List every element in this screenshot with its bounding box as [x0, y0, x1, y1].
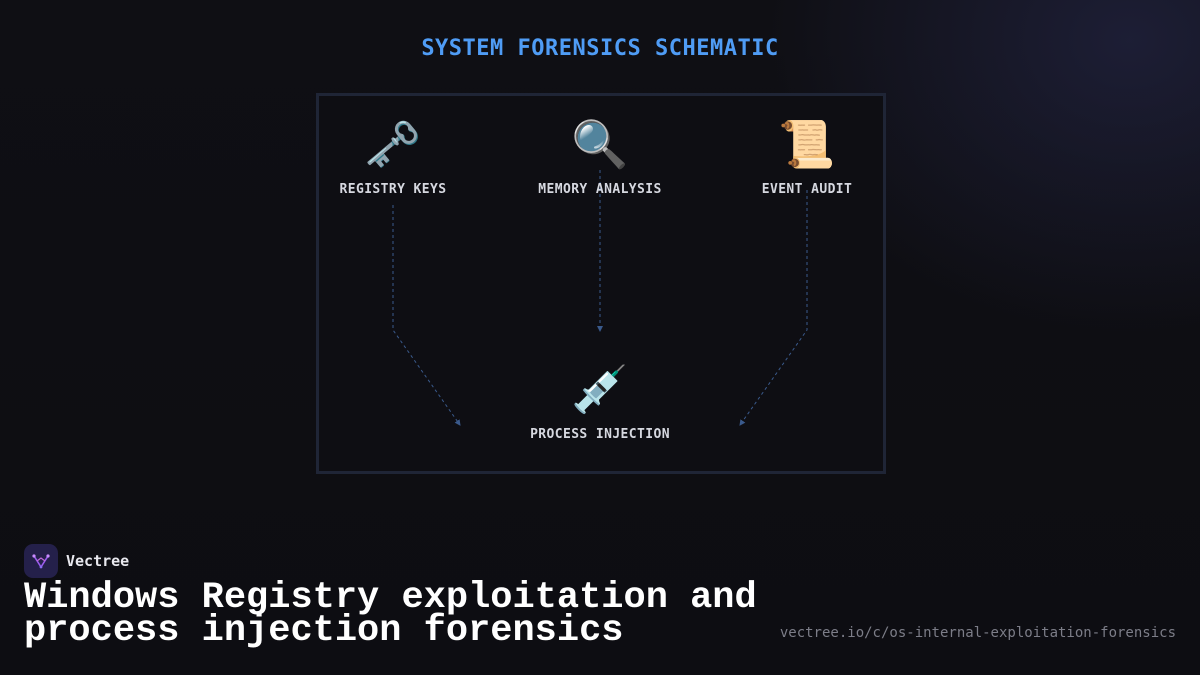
- vectree-logo-icon: [24, 544, 58, 578]
- old-key-icon: 🗝️: [364, 117, 422, 171]
- node-process-injection: 💉 PROCESS INJECTION: [500, 361, 700, 442]
- diagram-title: SYSTEM FORENSICS SCHEMATIC: [421, 36, 779, 61]
- brand-name: Vectree: [66, 552, 130, 570]
- node-registry-keys: 🗝️ REGISTRY KEYS: [293, 116, 493, 197]
- node-label-registry-keys: REGISTRY KEYS: [339, 182, 447, 197]
- scroll-icon: 📜: [778, 117, 836, 171]
- node-label-process-injection: PROCESS INJECTION: [530, 427, 670, 442]
- node-memory-analysis: 🔍 MEMORY ANALYSIS: [500, 116, 700, 197]
- magnifying-glass-icon: 🔍: [571, 117, 629, 171]
- syringe-icon: 💉: [571, 362, 629, 416]
- node-label-memory-analysis: MEMORY ANALYSIS: [538, 182, 662, 197]
- node-event-audit: 📜 EVENT AUDIT: [707, 116, 907, 197]
- course-url: vectree.io/c/os-internal-exploitation-fo…: [779, 625, 1176, 641]
- node-label-event-audit: EVENT AUDIT: [761, 182, 853, 197]
- brand: Vectree: [24, 544, 129, 578]
- headline: Windows Registry exploitation and proces…: [24, 577, 757, 652]
